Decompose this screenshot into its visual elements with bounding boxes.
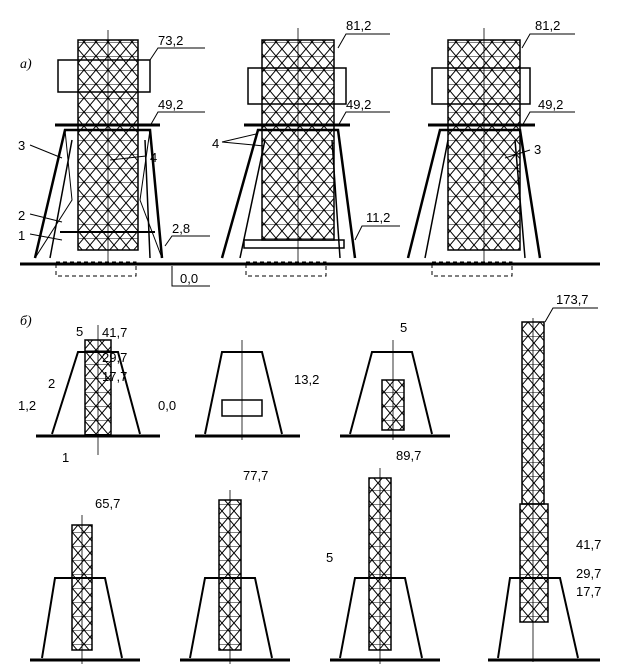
callout-3-left: 3 (18, 138, 25, 153)
elev-right-top: 81,2 (535, 18, 560, 33)
part-b-label: б) (20, 314, 32, 329)
stage-5: 65,7 (30, 496, 140, 664)
s4-elev-41: 41,7 (576, 537, 601, 552)
callout-3-right: 3 (534, 142, 541, 157)
stage-2: 13,2 (195, 340, 319, 440)
callout-4-left: 4 (150, 150, 157, 165)
frame-right (406, 28, 542, 277)
s3-callout-5: 5 (400, 320, 407, 335)
s4-elev-17: 17,7 (576, 584, 601, 599)
s4-elev-29: 29,7 (576, 566, 601, 581)
callout-4-mid: 4 (212, 136, 219, 151)
stage-3: 5 (340, 320, 450, 440)
elev-left-zero: 0,0 (180, 271, 198, 286)
part-a-tower-assembly: а) (18, 18, 600, 287)
s1-elev-41: 41,7 (102, 325, 127, 340)
s6-elev: 77,7 (243, 468, 268, 483)
elev-left-top: 73,2 (158, 33, 183, 48)
elev-right-49: 49,2 (538, 97, 563, 112)
s1-callout-5: 5 (76, 324, 83, 339)
stage-7: 89,7 5 (326, 448, 440, 664)
s7-elev: 89,7 (396, 448, 421, 463)
s1-callout-2: 2 (48, 376, 55, 391)
s1-elev-0: 0,0 (158, 398, 176, 413)
stage-4: 173,7 41,7 29,7 17,7 (488, 292, 601, 662)
elev-mid-49: 49,2 (346, 97, 371, 112)
s5-elev: 65,7 (95, 496, 120, 511)
elev-left-mid: 49,2 (158, 97, 183, 112)
elevations-left: 73,2 49,2 2,8 0,0 3 4 2 1 (18, 33, 210, 287)
elev-mid-11: 11,2 (366, 210, 390, 225)
part-b-stages: б) 41,7 29,7 17,7 1,2 0,0 5 2 1 13,2 (18, 292, 601, 664)
callout-2-left: 2 (18, 208, 25, 223)
elev-left-low: 2,8 (172, 221, 190, 236)
elevations-right: 81,2 49,2 3 (504, 18, 575, 159)
s2-elev: 13,2 (294, 372, 319, 387)
s4-elev-173: 173,7 (556, 292, 589, 307)
frame-left (33, 30, 164, 277)
s1-callout-1: 1 (62, 450, 69, 465)
s1-elev-29: 29,7 (102, 350, 127, 365)
stage-6: 77,7 (180, 468, 290, 664)
elevations-middle: 81,2 49,2 11,2 4 (212, 18, 400, 241)
frame-middle (220, 28, 357, 277)
s1-elev-17: 17,7 (102, 369, 127, 384)
callout-1-left: 1 (18, 228, 25, 243)
elev-mid-top: 81,2 (346, 18, 371, 33)
stage-1: 41,7 29,7 17,7 1,2 0,0 5 2 1 (18, 324, 176, 465)
s1-elev-1-2: 1,2 (18, 398, 36, 413)
s7-callout-5: 5 (326, 550, 333, 565)
part-a-label: а) (20, 57, 32, 72)
